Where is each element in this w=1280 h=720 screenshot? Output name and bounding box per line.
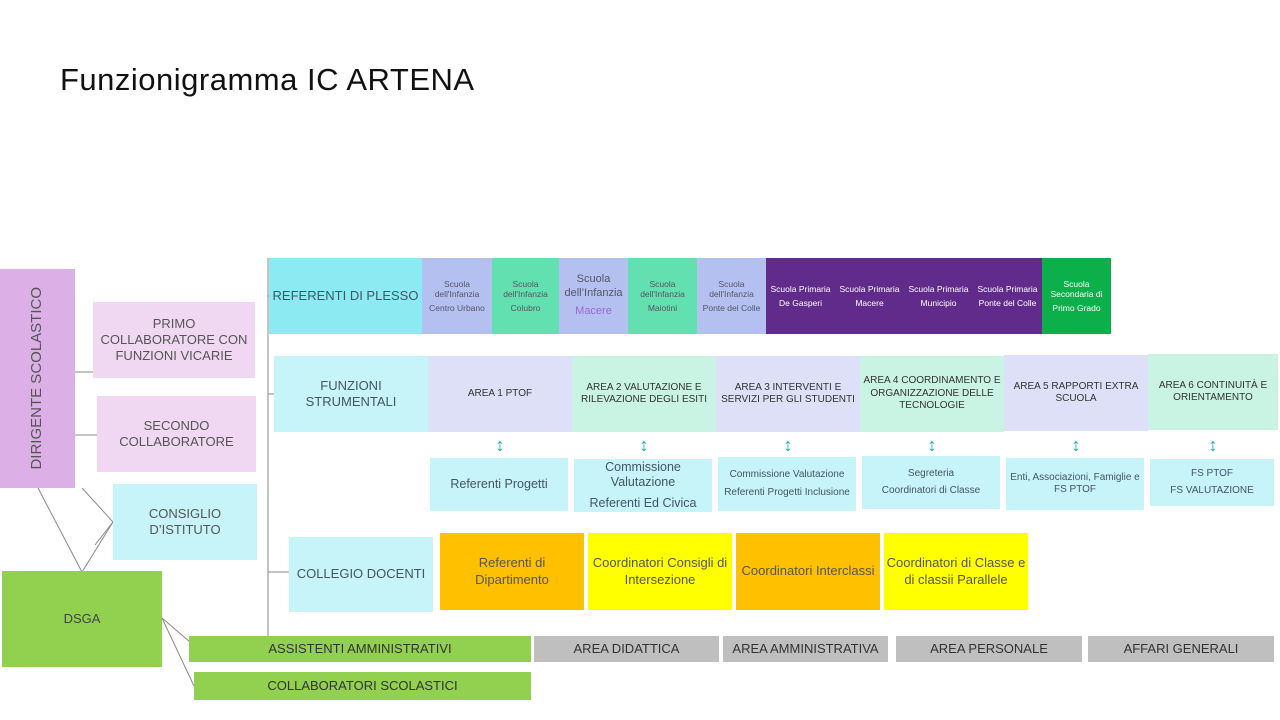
school-name: De Gasperi bbox=[779, 297, 822, 308]
collegio-item-box: Coordinatori Consigli di Intersezione bbox=[588, 533, 732, 610]
school-type: Scuola dell'Infanzia bbox=[709, 278, 754, 300]
bidirectional-arrow-icon: ↕ bbox=[1208, 435, 1218, 455]
dsga-box: DSGA bbox=[2, 571, 162, 667]
area-sub-text: Referenti Ed Civica bbox=[589, 495, 697, 510]
area-sub-text: Commissione Valutazione bbox=[605, 459, 681, 490]
area-box: AREA 4 COORDINAMENTO E ORGANIZZAZIONE DE… bbox=[860, 356, 1004, 432]
school-name: Primo Grado bbox=[1052, 302, 1101, 313]
area-sub-text: Commissione Valutazione bbox=[729, 469, 845, 480]
school-type: Scuola dell’Infanzia bbox=[564, 273, 623, 300]
referenti-plesso-box: REFERENTI DI PLESSO bbox=[269, 258, 422, 334]
school-box: Scuola Secondaria di Primo Grado bbox=[1042, 258, 1111, 334]
area-sub-text: FS PTOF bbox=[1190, 467, 1234, 479]
collegio-item-box: Referenti di Dipartimento bbox=[440, 533, 584, 610]
school-type: Scuola Primaria bbox=[839, 283, 900, 294]
collegio-item-box: Coordinatori di Classe e di classii Para… bbox=[884, 533, 1028, 610]
bidirectional-arrow-icon: ↕ bbox=[927, 435, 937, 455]
school-type: Scuola dell'Infanzia bbox=[503, 278, 548, 300]
school-name: Ponte del Colle bbox=[702, 302, 761, 313]
area-sub-box: FS PTOF FS VALUTAZIONE bbox=[1150, 459, 1274, 506]
school-name: Colubro bbox=[510, 302, 541, 313]
ata-area-box: AREA PERSONALE bbox=[896, 636, 1082, 662]
school-type: Scuola Primaria bbox=[770, 283, 831, 294]
school-name: Centro Urbano bbox=[429, 302, 485, 313]
ata-area-box: AREA AMMINISTRATIVA bbox=[723, 636, 888, 662]
ata-area-box: AFFARI GENERALI bbox=[1088, 636, 1274, 662]
bidirectional-arrow-icon: ↕ bbox=[639, 435, 649, 455]
dirigente-scolastico-box: DIRIGENTE SCOLASTICO bbox=[0, 269, 75, 488]
area-sub-text: Referenti Progetti Inclusione bbox=[724, 486, 850, 498]
area-box: AREA 2 VALUTAZIONE E RILEVAZIONE DEGLI E… bbox=[572, 356, 716, 432]
dirigente-label: DIRIGENTE SCOLASTICO bbox=[28, 287, 46, 470]
collegio-docenti-box: COLLEGIO DOCENTI bbox=[289, 537, 433, 612]
school-type: Scuola Secondaria di bbox=[1050, 278, 1103, 300]
area-box: AREA 6 CONTINUITÀ E ORIENTAMENTO bbox=[1148, 354, 1278, 430]
school-name: Macere bbox=[575, 304, 612, 317]
secondo-collaboratore-box: SECONDO COLLABORATORE bbox=[97, 396, 256, 472]
area-sub-text: Referenti Progetti bbox=[450, 476, 548, 491]
ata-area-box: AREA DIDATTICA bbox=[534, 636, 719, 662]
area-box: AREA 5 RAPPORTI EXTRA SCUOLA bbox=[1004, 355, 1148, 431]
school-name: Ponte del Colle bbox=[978, 297, 1037, 308]
area-sub-text: Segreteria bbox=[907, 467, 955, 479]
area-sub-box: Enti, Associazioni, Famiglie e FS PTOF bbox=[1006, 458, 1144, 510]
primo-collaboratore-box: PRIMO COLLABORATORE CON FUNZIONI VICARIE bbox=[93, 302, 255, 378]
area-box: AREA 3 INTERVENTI E SERVIZI PER GLI STUD… bbox=[716, 356, 860, 432]
bidirectional-arrow-icon: ↕ bbox=[495, 435, 505, 455]
area-sub-text: Coordinatori di Classe bbox=[881, 485, 981, 496]
area-sub-text: FS VALUTAZIONE bbox=[1170, 485, 1254, 496]
school-name: Macere bbox=[855, 297, 884, 308]
consiglio-istituto-box: CONSIGLIO D’ISTITUTO bbox=[113, 484, 257, 560]
school-type: Scuola dell'Infanzia bbox=[434, 278, 480, 300]
collaboratori-scolastici-box: COLLABORATORI SCOLASTICI bbox=[194, 672, 531, 700]
bidirectional-arrow-icon: ↕ bbox=[783, 435, 793, 455]
area-sub-box: Referenti Progetti bbox=[430, 458, 568, 511]
assistenti-amministrativi-box: ASSISTENTI AMMINISTRATIVI bbox=[189, 636, 531, 662]
page-title: Funzionigramma IC ARTENA bbox=[60, 62, 475, 97]
school-name: Municipio bbox=[920, 297, 957, 308]
school-type: Scuola Primaria bbox=[908, 283, 969, 294]
school-box: Scuola Primaria De Gasperi bbox=[766, 258, 835, 334]
area-sub-text: Enti, Associazioni, Famiglie e FS PTOF bbox=[1010, 471, 1140, 496]
school-name: Maiotini bbox=[647, 302, 678, 313]
area-box: AREA 1 PTOF bbox=[428, 356, 572, 432]
funzioni-strumentali-box: FUNZIONI STRUMENTALI bbox=[274, 356, 428, 432]
school-type: Scuola dell'Infanzia bbox=[640, 278, 685, 300]
bidirectional-arrow-icon: ↕ bbox=[1071, 435, 1081, 455]
school-type: Scuola Primaria bbox=[977, 283, 1038, 294]
collegio-item-box: Coordinatori Interclassi bbox=[736, 533, 880, 610]
